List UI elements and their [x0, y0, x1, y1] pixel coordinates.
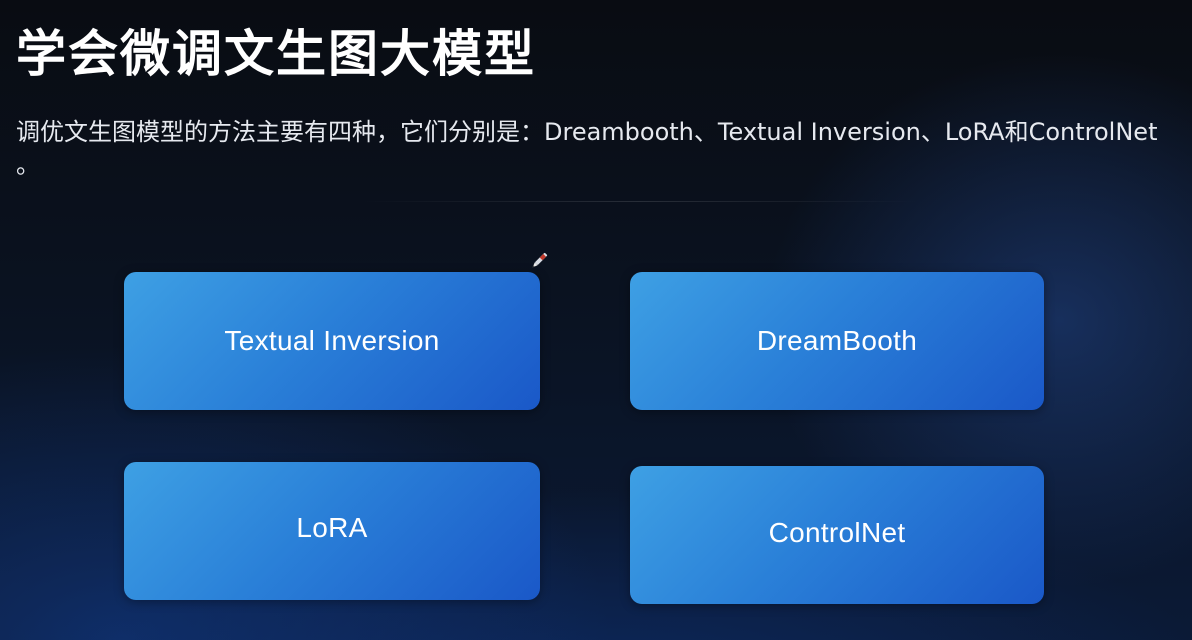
card-textual-inversion[interactable]: Textual Inversion: [124, 272, 540, 410]
slide-title: 学会微调文生图大模型: [16, 25, 536, 83]
slide-subtitle: 调优文生图模型的方法主要有四种，它们分别是：Dreambooth、Textual…: [16, 118, 1158, 179]
pen-cursor-icon: [528, 250, 550, 272]
divider: [360, 201, 920, 202]
card-label: Textual Inversion: [224, 325, 440, 356]
card-label: LoRA: [296, 512, 368, 543]
card-dreambooth[interactable]: DreamBooth: [630, 272, 1044, 410]
card-label: DreamBooth: [756, 325, 918, 356]
card-lora[interactable]: LoRA: [124, 462, 540, 600]
card-controlnet[interactable]: ControlNet: [630, 466, 1044, 604]
card-label: ControlNet: [768, 517, 906, 548]
